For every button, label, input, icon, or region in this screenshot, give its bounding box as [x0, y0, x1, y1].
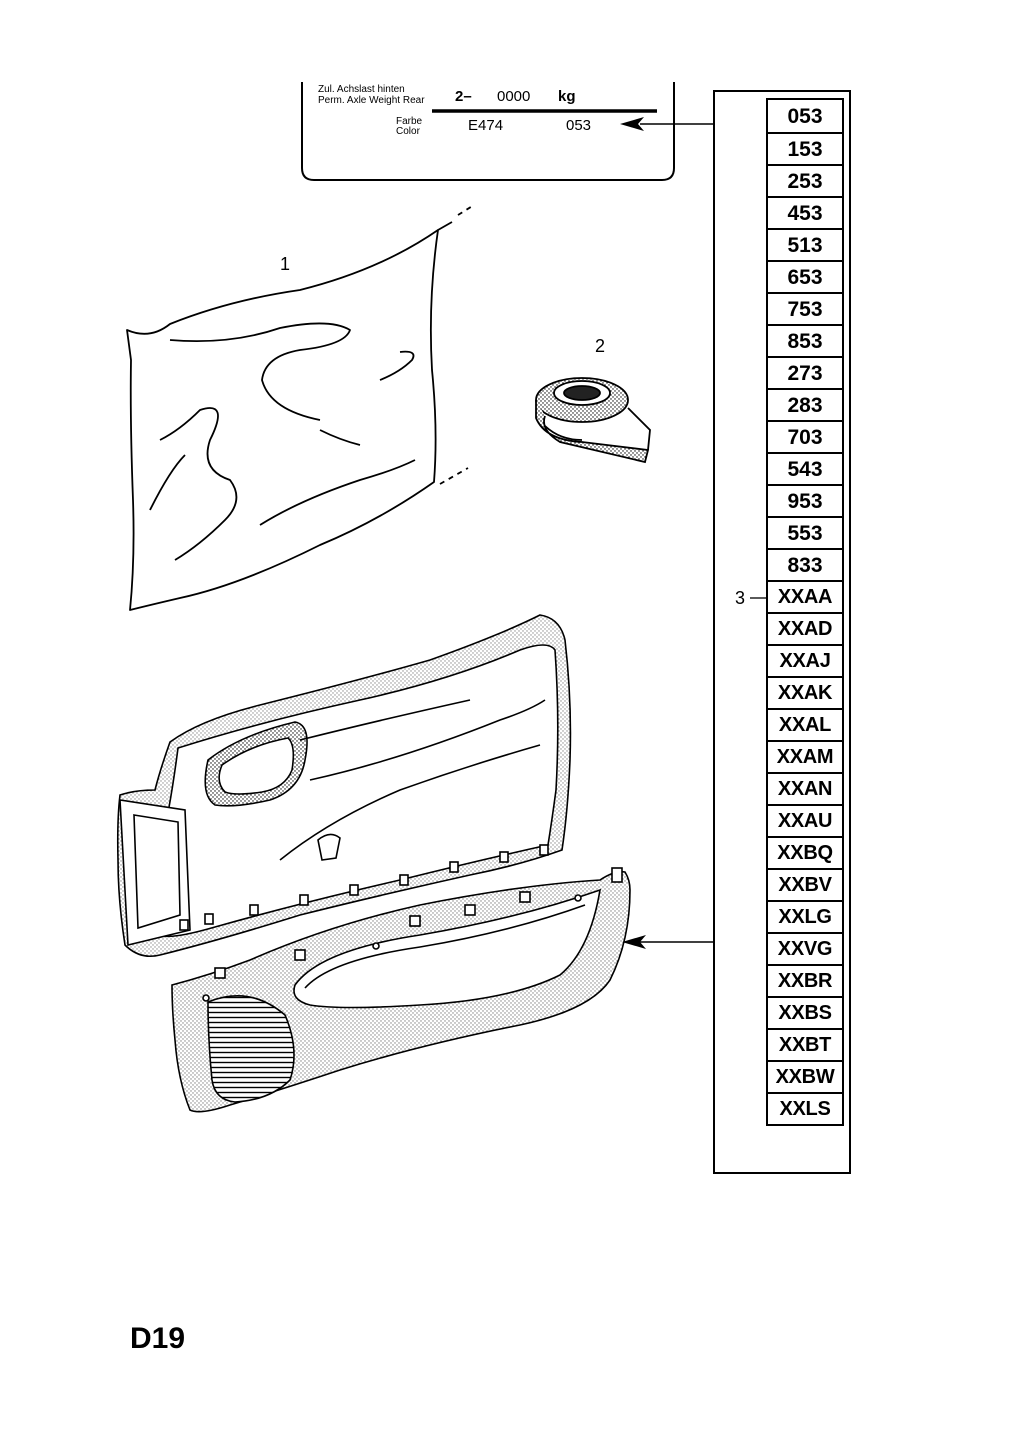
trim-code-cell: XXAU: [766, 804, 844, 836]
trim-code-cell: XXBQ: [766, 836, 844, 868]
trim-code-cell: XXAM: [766, 740, 844, 772]
color-label-en: Color: [396, 126, 420, 137]
trim-code-cell: 553: [766, 516, 844, 548]
door-trim-pocket: [171, 867, 631, 1113]
callout-3: 3: [735, 588, 746, 608]
trim-code: 053: [566, 117, 592, 134]
paint-code: E474: [468, 117, 504, 134]
trim-code-cell: 283: [766, 388, 844, 420]
trim-code-cell: XXBV: [766, 868, 844, 900]
axle-unit: kg: [558, 88, 576, 105]
trim-code-cell: XXAA: [766, 580, 844, 612]
trim-code-cell: XXAD: [766, 612, 844, 644]
trim-code-cell: 653: [766, 260, 844, 292]
trim-code-cell: 513: [766, 228, 844, 260]
trim-code-cell: XXBW: [766, 1060, 844, 1092]
axle-prefix: 2–: [455, 88, 472, 105]
trim-code-cell: XXAL: [766, 708, 844, 740]
trim-code-cell: XXBT: [766, 1028, 844, 1060]
callout-1: 1: [280, 254, 291, 274]
trim-code-cell: 953: [766, 484, 844, 516]
axle-label-de: Zul. Achslast hinten: [318, 84, 405, 95]
trim-code-cell: XXBR: [766, 964, 844, 996]
leader-arrow-to-door-trim: [622, 935, 714, 949]
color-label-de: Farbe: [396, 116, 423, 127]
trim-code-cell: XXBS: [766, 996, 844, 1028]
trim-code-cell: XXAJ: [766, 644, 844, 676]
trim-code-cell: 253: [766, 164, 844, 196]
door-inner-panel: [116, 614, 572, 958]
trim-code-cell: XXVG: [766, 932, 844, 964]
trim-code-cell: 703: [766, 420, 844, 452]
trim-code-cell: 153: [766, 132, 844, 164]
trim-code-cell: 453: [766, 196, 844, 228]
trim-code-cell: XXAK: [766, 676, 844, 708]
axle-label-en: Perm. Axle Weight Rear: [318, 95, 425, 106]
vapour-barrier-sheet: [126, 204, 475, 611]
trim-code-frame: [713, 90, 851, 1174]
vehicle-label-plate: [301, 82, 675, 181]
trim-code-cell: 053: [766, 98, 844, 132]
trim-code-cell: XXLS: [766, 1092, 844, 1126]
callout-2: 2: [595, 336, 606, 356]
leader-arrow-to-label: [620, 117, 714, 131]
trim-code-cell: 543: [766, 452, 844, 484]
page-code: D19: [130, 1322, 186, 1355]
trim-code-cell: XXLG: [766, 900, 844, 932]
trim-code-cell: 273: [766, 356, 844, 388]
sealing-tape-roll: [535, 377, 651, 464]
axle-value: 0000: [497, 88, 531, 105]
trim-code-cell: XXAN: [766, 772, 844, 804]
trim-code-cell: 853: [766, 324, 844, 356]
trim-code-cell: 753: [766, 292, 844, 324]
trim-code-cell: 833: [766, 548, 844, 580]
